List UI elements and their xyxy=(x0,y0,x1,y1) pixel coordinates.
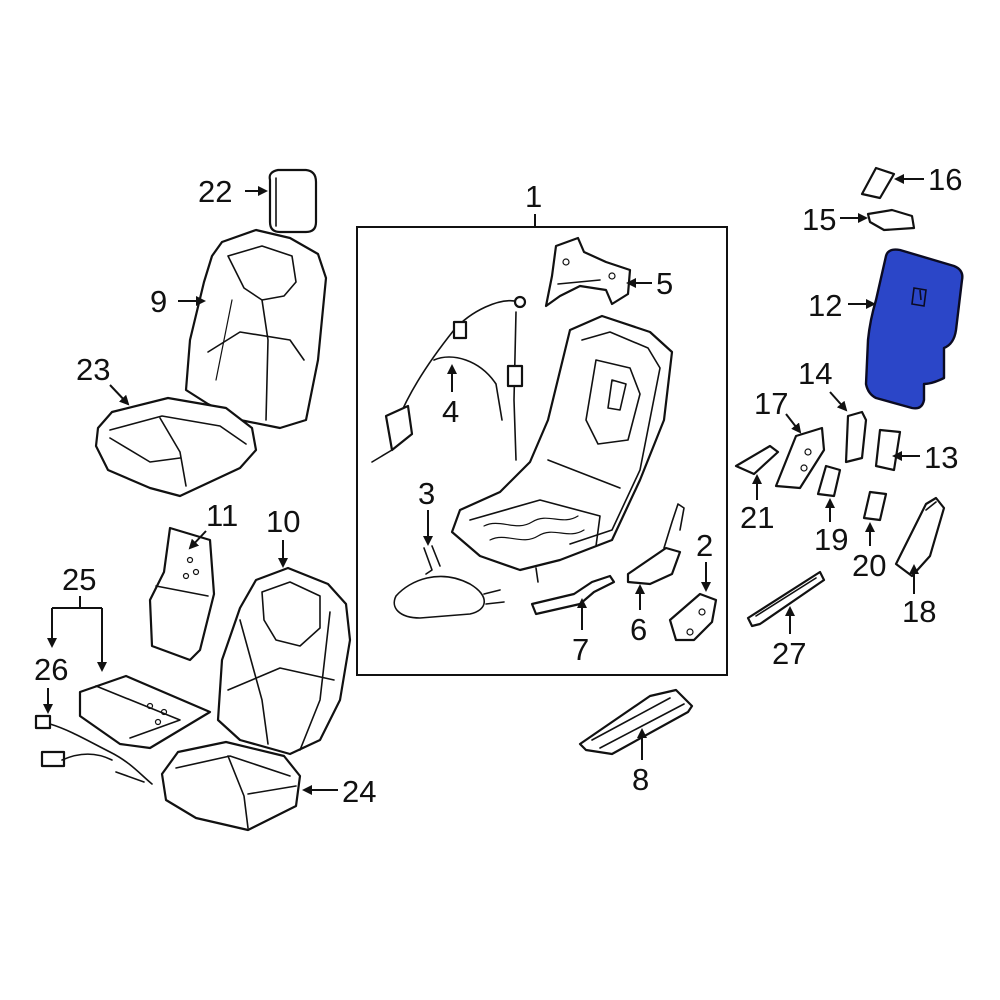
callout-15: 15 xyxy=(802,202,836,237)
callout-27: 27 xyxy=(772,636,806,671)
callout-13: 13 xyxy=(924,440,958,475)
wire-seat-spring[interactable] xyxy=(393,545,505,619)
bracket-21[interactable] xyxy=(734,444,780,476)
seat-back-cover[interactable] xyxy=(216,566,352,756)
callout-26: 26 xyxy=(34,652,68,687)
wiring-harness[interactable] xyxy=(34,714,153,785)
clip-15[interactable] xyxy=(866,208,916,232)
recliner-bracket[interactable] xyxy=(544,236,632,308)
callout-5: 5 xyxy=(656,266,673,301)
bracket-13[interactable] xyxy=(874,428,902,472)
callout-10: 10 xyxy=(266,504,300,539)
seat-frame-assembly-box xyxy=(356,226,728,676)
callout-16: 16 xyxy=(928,162,962,197)
leader-11 xyxy=(188,530,207,550)
side-trim-bracket[interactable] xyxy=(626,503,685,586)
headrest[interactable] xyxy=(268,168,318,234)
seat-back-cushion[interactable] xyxy=(184,228,328,430)
callout-21: 21 xyxy=(740,500,774,535)
callout-3: 3 xyxy=(418,476,435,511)
callout-19: 19 xyxy=(814,522,848,557)
callout-8: 8 xyxy=(632,762,649,797)
side-trim-18[interactable] xyxy=(894,496,946,578)
callout-24: 24 xyxy=(342,774,376,809)
callout-12: 12 xyxy=(808,288,842,323)
leader-17 xyxy=(785,413,802,434)
leader-14 xyxy=(829,391,848,412)
callout-1: 1 xyxy=(525,179,542,214)
trim-piece-17[interactable] xyxy=(774,426,826,490)
seat-back-rear-panel[interactable] xyxy=(864,248,964,410)
callout-17: 17 xyxy=(754,386,788,421)
seat-frame[interactable] xyxy=(450,314,674,583)
seat-back-panel[interactable] xyxy=(148,526,216,662)
callout-25: 25 xyxy=(62,562,96,597)
lower-trim-strip[interactable] xyxy=(746,570,826,628)
callout-14: 14 xyxy=(798,356,832,391)
bracket-14[interactable] xyxy=(844,410,868,464)
callout-23: 23 xyxy=(76,352,110,387)
leader-23 xyxy=(109,384,130,406)
bracket-19[interactable] xyxy=(816,464,842,498)
seat-track-rail[interactable] xyxy=(578,688,694,756)
callout-22: 22 xyxy=(198,174,232,209)
callout-20: 20 xyxy=(852,548,886,583)
callout-6: 6 xyxy=(630,612,647,647)
seat-linkage[interactable] xyxy=(530,574,616,616)
callout-9: 9 xyxy=(150,284,167,319)
bracket-20[interactable] xyxy=(862,490,888,522)
callout-11: 11 xyxy=(206,498,238,533)
callout-4: 4 xyxy=(442,394,459,429)
release-cable[interactable] xyxy=(371,295,527,463)
seat-cushion-lower[interactable] xyxy=(160,740,302,832)
seat-cushion[interactable] xyxy=(94,396,258,498)
callout-2: 2 xyxy=(696,528,713,563)
seat-motor[interactable] xyxy=(668,592,718,642)
seat-heater-pad[interactable] xyxy=(78,674,212,750)
callout-7: 7 xyxy=(572,632,589,667)
clip-16[interactable] xyxy=(860,166,896,200)
callout-18: 18 xyxy=(902,594,936,629)
